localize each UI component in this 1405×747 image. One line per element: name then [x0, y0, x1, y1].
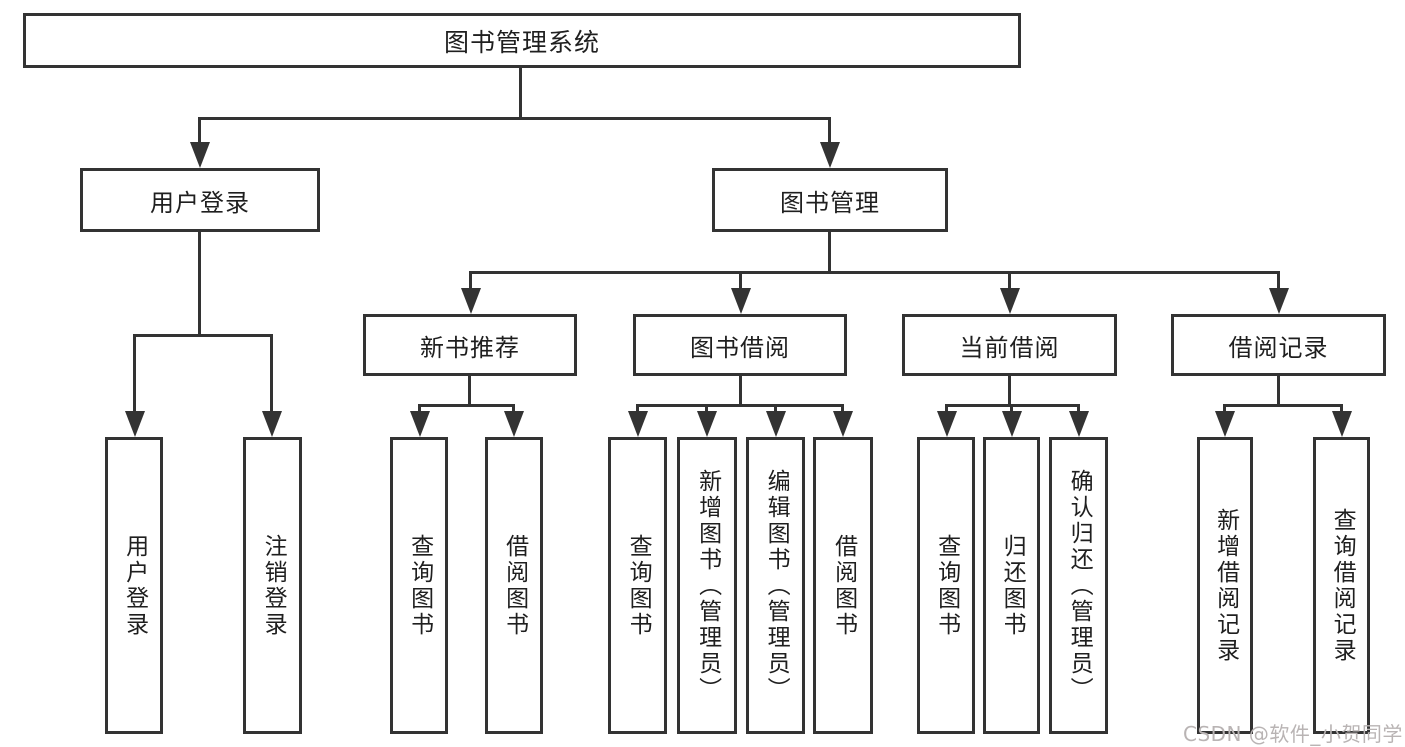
arrow-new-book-icon [461, 288, 481, 314]
node-book-management: 图书管理 [712, 168, 948, 232]
leaf-query-borrow-record: 查询借阅记录 [1313, 437, 1370, 734]
node-book-borrow: 图书借阅 [633, 314, 847, 376]
leaf-query-book-3-label: 查询图书 [933, 533, 960, 638]
leaf-query-book-1: 查询图书 [390, 437, 448, 734]
leaf-edit-book-admin: 编辑图书（管理员） [746, 437, 805, 734]
leaf-borrow-book-1: 借阅图书 [485, 437, 543, 734]
connector-borrow-records-bus [1223, 404, 1343, 407]
arrow-g2-c1-icon [410, 411, 430, 437]
connector-shaft-g3-c2 [705, 404, 708, 416]
leaf-add-book-admin: 新增图书（管理员） [677, 437, 737, 734]
connector-shaft-user-login [198, 117, 201, 147]
connector-user-login-bus [133, 334, 273, 337]
leaf-borrow-book-1-label: 借阅图书 [501, 533, 528, 638]
arrow-g4-c3-icon [1069, 411, 1089, 437]
arrow-leaf-logout-icon [262, 411, 282, 437]
connector-shaft-book-borrow [739, 271, 742, 289]
arrow-g4-c2-icon [1002, 411, 1022, 437]
node-new-book-recommend-label: 新书推荐 [420, 333, 520, 362]
arrow-current-borrow-icon [1000, 288, 1020, 314]
connector-shaft-new-book [469, 271, 472, 289]
connector-shaft-leaf-logout [270, 334, 273, 414]
connector-shaft-book-management [828, 117, 831, 147]
connector-root-bus [198, 117, 831, 120]
leaf-user-login-label: 用户登录 [121, 533, 148, 638]
node-book-borrow-label: 图书借阅 [690, 333, 790, 362]
leaf-return-book: 归还图书 [983, 437, 1040, 734]
arrow-g3-c4-icon [833, 411, 853, 437]
leaf-logout: 注销登录 [243, 437, 302, 734]
connector-new-book-bus [418, 404, 515, 407]
connector-shaft-g4-c1 [945, 404, 948, 416]
arrow-book-management-icon [820, 142, 840, 168]
node-new-book-recommend: 新书推荐 [363, 314, 577, 376]
leaf-edit-book-admin-label: 编辑图书（管理员） [763, 468, 790, 703]
arrow-g5-c1-icon [1215, 411, 1235, 437]
node-root: 图书管理系统 [23, 13, 1021, 68]
leaf-borrow-book-2: 借阅图书 [813, 437, 873, 734]
arrow-g4-c1-icon [937, 411, 957, 437]
connector-shaft-g3-c4 [841, 404, 844, 416]
node-borrow-records-label: 借阅记录 [1228, 333, 1329, 362]
leaf-query-book-3: 查询图书 [917, 437, 975, 734]
connector-book-borrow-stem [739, 376, 742, 406]
leaf-return-book-label: 归还图书 [999, 533, 1026, 638]
node-book-management-label: 图书管理 [780, 188, 880, 217]
connector-shaft-g2-c1 [418, 404, 421, 416]
node-borrow-records: 借阅记录 [1171, 314, 1386, 376]
connector-borrow-records-stem [1277, 376, 1280, 406]
node-root-label: 图书管理系统 [443, 27, 600, 57]
connector-shaft-borrow-records [1277, 271, 1280, 289]
leaf-confirm-return-admin: 确认归还（管理员） [1049, 437, 1108, 734]
connector-level2-bus [469, 271, 1280, 274]
node-current-borrow: 当前借阅 [902, 314, 1117, 376]
node-current-borrow-label: 当前借阅 [959, 333, 1060, 362]
arrow-user-login-icon [190, 142, 210, 168]
arrow-book-borrow-icon [731, 288, 751, 314]
leaf-borrow-book-2-label: 借阅图书 [830, 533, 857, 638]
arrow-g5-c2-icon [1332, 411, 1352, 437]
csdn-watermark: CSDN @软件_小贺同学 [1183, 722, 1403, 746]
connector-shaft-g5-c1 [1223, 404, 1226, 416]
connector-shaft-g2-c2 [512, 404, 515, 416]
connector-user-login-stem [198, 232, 201, 337]
connector-book-borrow-bus [636, 404, 844, 407]
arrow-borrow-records-icon [1269, 288, 1289, 314]
arrow-g3-c2-icon [697, 411, 717, 437]
connector-shaft-leaf-login [133, 334, 136, 414]
node-user-login: 用户登录 [80, 168, 320, 232]
connector-book-management-stem [828, 232, 831, 273]
connector-current-borrow-stem [1008, 376, 1011, 406]
node-user-login-label: 用户登录 [150, 188, 250, 217]
leaf-add-book-admin-label: 新增图书（管理员） [694, 468, 721, 703]
arrow-g3-c1-icon [628, 411, 648, 437]
leaf-logout-label: 注销登录 [260, 533, 287, 638]
connector-shaft-g5-c2 [1340, 404, 1343, 416]
connector-shaft-g3-c3 [774, 404, 777, 416]
arrow-g2-c2-icon [504, 411, 524, 437]
connector-root-stem [519, 68, 522, 118]
connector-shaft-current-borrow [1008, 271, 1011, 289]
leaf-confirm-return-admin-label: 确认归还（管理员） [1066, 468, 1093, 703]
leaf-query-book-2-label: 查询图书 [625, 533, 652, 638]
connector-shaft-g3-c1 [636, 404, 639, 416]
arrow-g3-c3-icon [766, 411, 786, 437]
connector-shaft-g4-c2 [1010, 404, 1013, 416]
leaf-query-borrow-record-label: 查询借阅记录 [1329, 507, 1356, 664]
connector-shaft-g4-c3 [1077, 404, 1080, 416]
arrow-leaf-login-icon [125, 411, 145, 437]
leaf-query-book-1-label: 查询图书 [406, 533, 433, 638]
leaf-query-book-2: 查询图书 [608, 437, 667, 734]
leaf-user-login: 用户登录 [105, 437, 163, 734]
connector-new-book-stem [468, 376, 471, 406]
leaf-add-borrow-record-label: 新增借阅记录 [1212, 507, 1239, 664]
leaf-add-borrow-record: 新增借阅记录 [1197, 437, 1253, 734]
